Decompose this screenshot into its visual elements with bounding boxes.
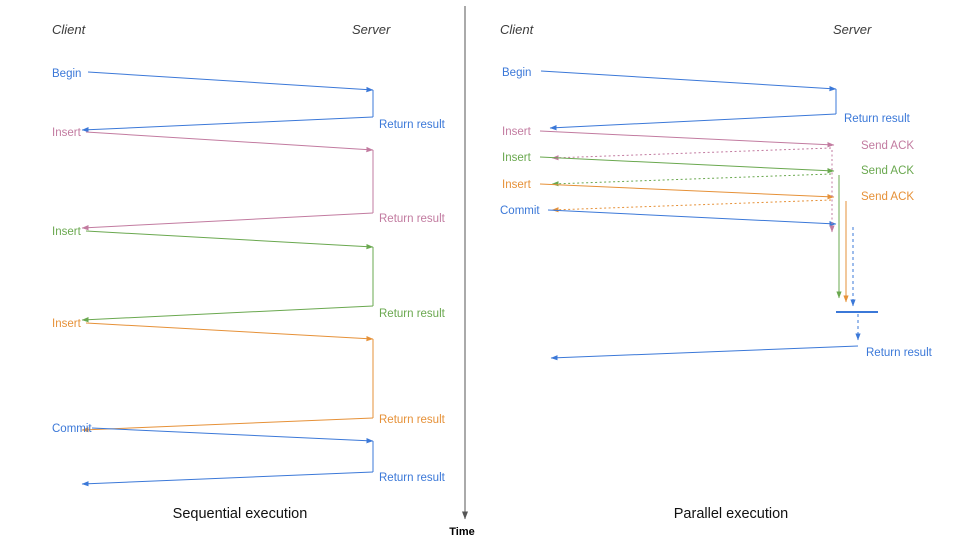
parallel-execution-lanes: Return result	[550, 150, 933, 361]
client-header: Client	[500, 22, 535, 37]
time-axis-label: Time	[449, 526, 474, 538]
ack-arrow	[551, 173, 832, 187]
request-arrow	[87, 71, 374, 93]
response-arrow	[81, 212, 374, 231]
request-arrow	[85, 230, 374, 250]
message-label: Insert	[502, 179, 532, 191]
return-result-label: Return result	[379, 119, 446, 131]
message-commit: Commit	[500, 205, 837, 227]
server-header: Server	[833, 22, 872, 37]
message-label: Begin	[502, 67, 531, 79]
request-arrow	[540, 70, 837, 92]
message-insert-1: Insert Return result	[52, 127, 446, 231]
message-insert-2: Insert Send ACK	[502, 152, 914, 187]
send-ack-label: Send ACK	[861, 165, 914, 177]
message-begin: Begin Return result	[502, 67, 911, 131]
response-arrow	[81, 471, 374, 487]
message-begin: Begin Return result	[52, 68, 446, 133]
return-result-label: Return result	[379, 213, 446, 225]
request-arrow	[85, 322, 374, 342]
send-ack-label: Send ACK	[861, 191, 914, 203]
message-commit: Commit Return result	[52, 423, 446, 487]
message-label: Insert	[52, 127, 82, 139]
send-ack-label: Send ACK	[861, 140, 914, 152]
time-axis: Time	[449, 6, 475, 538]
message-label: Insert	[52, 318, 82, 330]
message-insert-3: Insert Return result	[52, 318, 446, 433]
client-header: Client	[52, 22, 87, 37]
ack-arrow	[551, 199, 832, 213]
message-label: Insert	[502, 126, 532, 138]
message-insert-2: Insert Return result	[52, 226, 446, 323]
response-arrow	[81, 116, 374, 133]
request-arrow	[547, 209, 837, 227]
final-return-result-label: Return result	[866, 347, 933, 359]
server-header: Server	[352, 22, 391, 37]
final-response-arrow	[550, 345, 859, 361]
message-label: Commit	[500, 205, 540, 217]
return-result-label: Return result	[844, 113, 911, 125]
message-label: Commit	[52, 423, 92, 435]
sequential-panel: Client Server Begin Return result Insert…	[52, 22, 446, 522]
ack-arrow	[551, 147, 832, 161]
message-label: Insert	[52, 226, 82, 238]
request-arrow	[539, 183, 835, 200]
message-insert-1: Insert Send ACK	[502, 126, 914, 161]
request-arrow	[91, 427, 374, 444]
message-insert-3: Insert Send ACK	[502, 179, 914, 213]
response-arrow	[549, 113, 837, 131]
request-arrow	[539, 130, 835, 148]
return-result-label: Return result	[379, 472, 446, 484]
response-arrow	[81, 417, 374, 433]
return-result-label: Return result	[379, 414, 446, 426]
caption-parallel: Parallel execution	[674, 506, 788, 522]
message-label: Insert	[502, 152, 532, 164]
request-arrow	[85, 131, 374, 153]
caption-sequential: Sequential execution	[173, 506, 308, 522]
return-result-label: Return result	[379, 308, 446, 320]
message-label: Begin	[52, 68, 81, 80]
request-arrow	[539, 156, 835, 174]
response-arrow	[81, 305, 374, 323]
parallel-panel: Client Server Begin Return result Insert…	[500, 22, 933, 522]
